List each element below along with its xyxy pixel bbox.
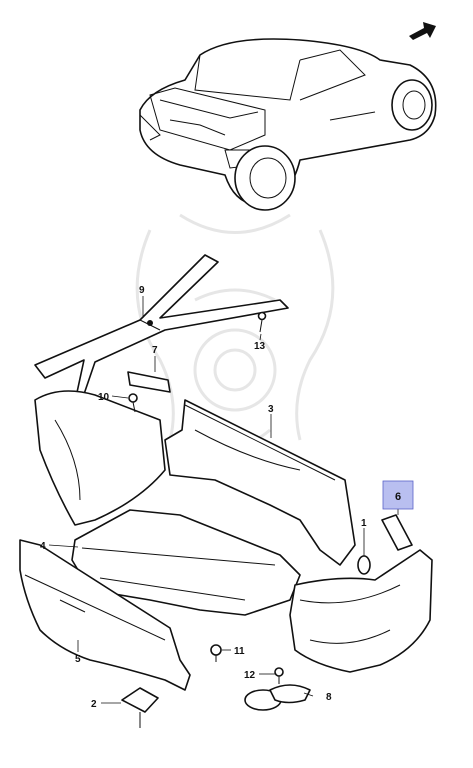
- fastener-13: [257, 311, 267, 333]
- fastener-12: [274, 667, 284, 684]
- callout-1: 1: [361, 518, 367, 529]
- part-5-front-trim: [19, 539, 191, 691]
- part-7-bracket: [127, 371, 171, 393]
- part-1-clip: [357, 555, 371, 575]
- left-side-trim: [34, 390, 166, 526]
- callout-labels: 1 2 3 4 5 6 7 8 9 10 11 12 13: [40, 285, 401, 710]
- callout-5: 5: [75, 654, 81, 665]
- fastener-11: [210, 644, 222, 662]
- callout-4: 4: [40, 541, 46, 552]
- callout-12: 12: [244, 670, 256, 681]
- arrow-icon: [409, 22, 436, 40]
- callout-11: 11: [234, 646, 245, 657]
- callout-7: 7: [152, 345, 158, 356]
- part-3-panel: [164, 399, 356, 566]
- callout-13: 13: [254, 341, 266, 352]
- callout-3: 3: [268, 404, 274, 415]
- callout-9: 9: [139, 285, 145, 296]
- part-9-brace: [34, 254, 289, 401]
- callout-8: 8: [326, 692, 332, 703]
- callout-10: 10: [98, 392, 110, 403]
- right-side-trim: [289, 549, 433, 673]
- watermark-emblem: [135, 213, 335, 447]
- fastener-10: [128, 393, 138, 413]
- callout-6-highlight: [382, 480, 414, 510]
- car-illustration: [139, 38, 437, 211]
- callout-6: 6: [395, 491, 401, 503]
- callout-2: 2: [91, 699, 97, 710]
- part-6-strap: [381, 514, 413, 551]
- part-8-cover: [244, 684, 311, 711]
- part-2-hook: [121, 687, 159, 728]
